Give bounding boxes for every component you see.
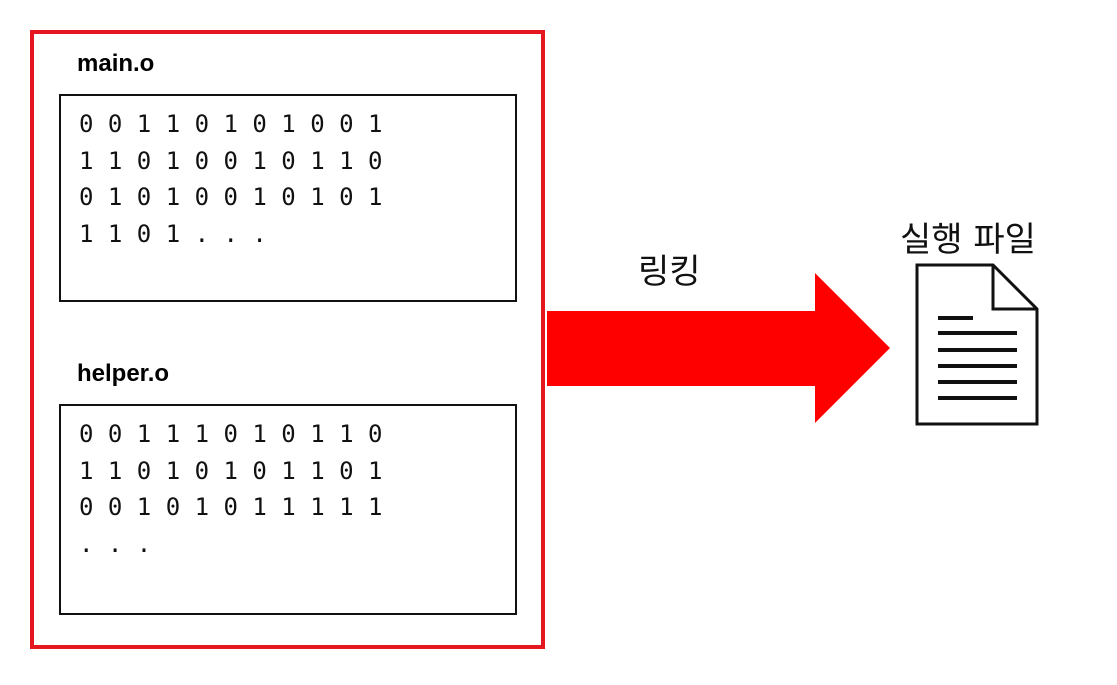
executable-label: 실행 파일 (900, 220, 1036, 260)
linking-label: 링킹 (638, 252, 701, 292)
binary-row: . . . (79, 529, 152, 558)
binary-row: 0 0 1 1 1 0 1 0 1 1 0 (79, 420, 383, 448)
binary-row: 1 1 0 1 . . . (79, 219, 267, 248)
arrow-shape (547, 273, 890, 423)
binary-box-main: 0 0 1 1 0 1 0 1 0 0 1 1 1 0 1 0 0 1 0 1 … (59, 94, 517, 302)
object-files-group (30, 30, 545, 649)
binary-row: 1 1 0 1 0 1 0 1 1 0 1 (79, 456, 383, 485)
binary-row: 1 1 0 1 0 0 1 0 1 1 0 (79, 146, 383, 175)
binary-row: 0 1 0 1 0 0 1 0 1 0 1 (79, 183, 383, 211)
binary-row: 0 0 1 0 1 0 1 1 1 1 1 (79, 493, 383, 521)
binary-box-helper: 0 0 1 1 1 0 1 0 1 1 0 1 1 0 1 0 1 0 1 1 … (59, 404, 517, 615)
file-label-helper: helper.o (77, 360, 170, 387)
binary-row: 0 0 1 1 0 1 0 1 0 0 1 (79, 110, 383, 138)
file-label-main: main.o (77, 50, 155, 77)
